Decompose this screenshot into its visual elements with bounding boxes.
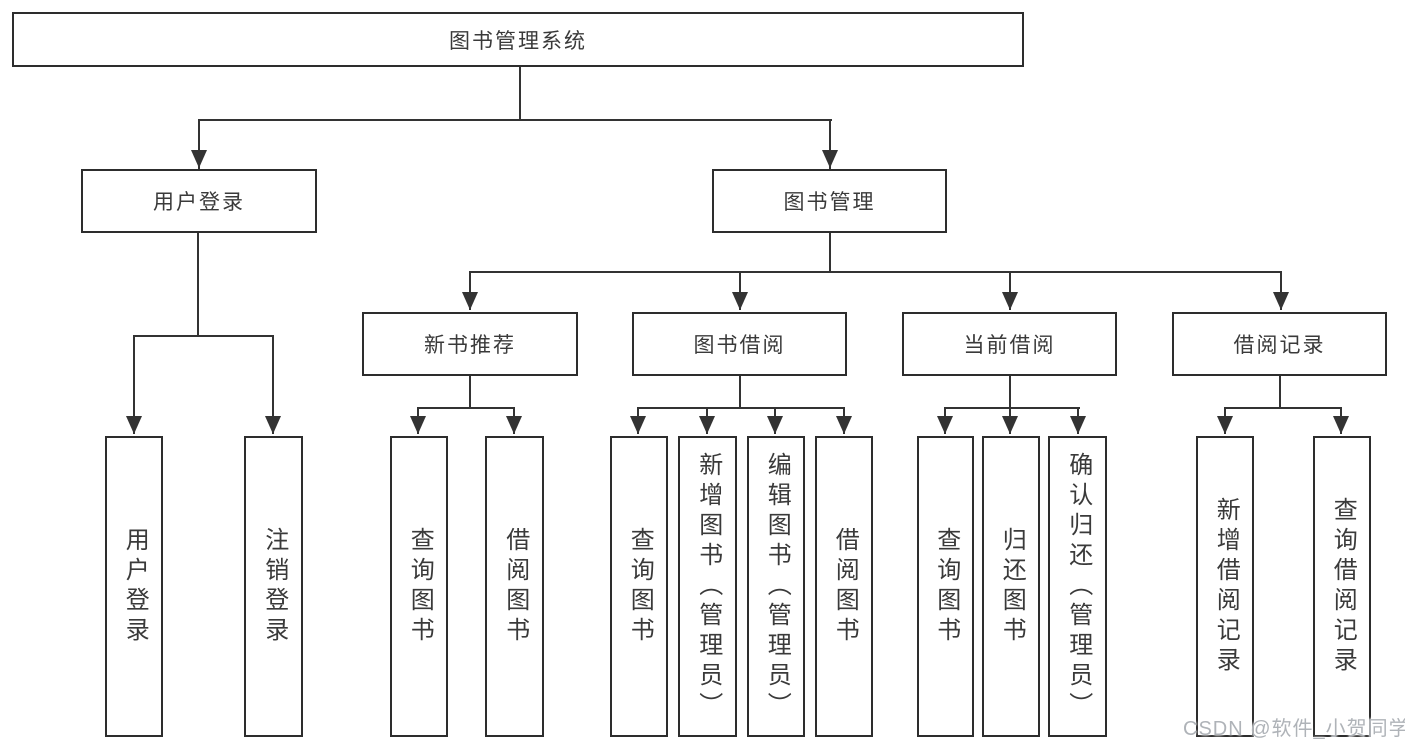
arrowhead-down-icon xyxy=(191,150,207,168)
arrowhead-down-icon xyxy=(1002,292,1018,310)
connector-line xyxy=(1280,271,1282,310)
connector-line xyxy=(1009,376,1011,408)
connector-line xyxy=(469,271,1282,273)
connector-line xyxy=(637,407,845,409)
leaf-confirm-return-admin: 确认归还（管理员） xyxy=(1048,436,1107,737)
connector-line xyxy=(519,67,521,121)
leaf-query-borrow-record: 查询借阅记录 xyxy=(1313,436,1371,737)
connector-line xyxy=(739,376,741,408)
arrowhead-down-icon xyxy=(1002,416,1018,434)
node-borrowing-records: 借阅记录 xyxy=(1172,312,1387,376)
arrowhead-down-icon xyxy=(630,416,646,434)
leaf-label: 借阅图书 xyxy=(501,526,529,647)
csdn-watermark: CSDN @软件_小贺同学 xyxy=(1183,718,1405,740)
node-book-borrowing: 图书借阅 xyxy=(632,312,847,376)
leaf-label: 用户登录 xyxy=(121,526,149,647)
arrowhead-down-icon xyxy=(937,416,953,434)
connector-line xyxy=(198,119,832,121)
connector-line xyxy=(829,233,831,273)
leaf-label: 查询图书 xyxy=(932,526,960,647)
leaf-label: 新增借阅记录 xyxy=(1212,496,1240,677)
arrowhead-down-icon xyxy=(836,416,852,434)
node-new-book-recommendation: 新书推荐 xyxy=(362,312,578,376)
arrowhead-down-icon xyxy=(1217,416,1233,434)
connector-line xyxy=(197,233,199,337)
leaf-label: 查询图书 xyxy=(406,526,434,647)
node-book-management: 图书管理 xyxy=(712,169,947,233)
arrowhead-down-icon xyxy=(462,292,478,310)
leaf-edit-book-admin: 编辑图书（管理员） xyxy=(747,436,805,737)
leaf-query-books: 查询图书 xyxy=(390,436,448,737)
connector-line xyxy=(469,271,471,310)
arrowhead-down-icon xyxy=(767,416,783,434)
arrowhead-down-icon xyxy=(732,292,748,310)
connector-line xyxy=(198,119,200,169)
arrowhead-down-icon xyxy=(822,150,838,168)
node-current-borrowing: 当前借阅 xyxy=(902,312,1117,376)
leaf-label: 注销登录 xyxy=(260,526,288,647)
leaf-return-books: 归还图书 xyxy=(982,436,1040,737)
connector-line xyxy=(469,376,471,408)
arrowhead-down-icon xyxy=(410,416,426,434)
leaf-logout: 注销登录 xyxy=(244,436,303,737)
arrowhead-down-icon xyxy=(1273,292,1289,310)
leaf-label: 编辑图书（管理员） xyxy=(763,451,791,722)
leaf-label: 查询图书 xyxy=(626,526,654,647)
arrowhead-down-icon xyxy=(265,416,281,434)
node-user-login: 用户登录 xyxy=(81,169,317,233)
leaf-query-books: 查询图书 xyxy=(610,436,668,737)
leaf-user-login: 用户登录 xyxy=(105,436,163,737)
connector-line xyxy=(829,119,831,169)
arrowhead-down-icon xyxy=(506,416,522,434)
connector-line xyxy=(133,335,135,434)
leaf-label: 借阅图书 xyxy=(831,526,859,647)
arrowhead-down-icon xyxy=(126,416,142,434)
leaf-label: 查询借阅记录 xyxy=(1329,496,1357,677)
arrowhead-down-icon xyxy=(1070,416,1086,434)
arrowhead-down-icon xyxy=(699,416,715,434)
leaf-label: 确认归还（管理员） xyxy=(1064,451,1092,722)
leaf-query-books: 查询图书 xyxy=(917,436,974,737)
leaf-add-book-admin: 新增图书（管理员） xyxy=(678,436,737,737)
connector-line xyxy=(133,335,274,337)
connector-line xyxy=(272,335,274,434)
connector-line xyxy=(1224,407,1342,409)
connector-line xyxy=(1009,271,1011,310)
node-library-system: 图书管理系统 xyxy=(12,12,1024,67)
leaf-add-borrow-record: 新增借阅记录 xyxy=(1196,436,1254,737)
connector-line xyxy=(417,407,515,409)
leaf-borrow-books: 借阅图书 xyxy=(815,436,873,737)
connector-line xyxy=(1279,376,1281,408)
connector-line xyxy=(739,271,741,310)
leaf-label: 归还图书 xyxy=(998,526,1026,647)
connector-line xyxy=(944,407,1080,409)
leaf-label: 新增图书（管理员） xyxy=(694,451,722,722)
leaf-borrow-books: 借阅图书 xyxy=(485,436,544,737)
arrowhead-down-icon xyxy=(1333,416,1349,434)
